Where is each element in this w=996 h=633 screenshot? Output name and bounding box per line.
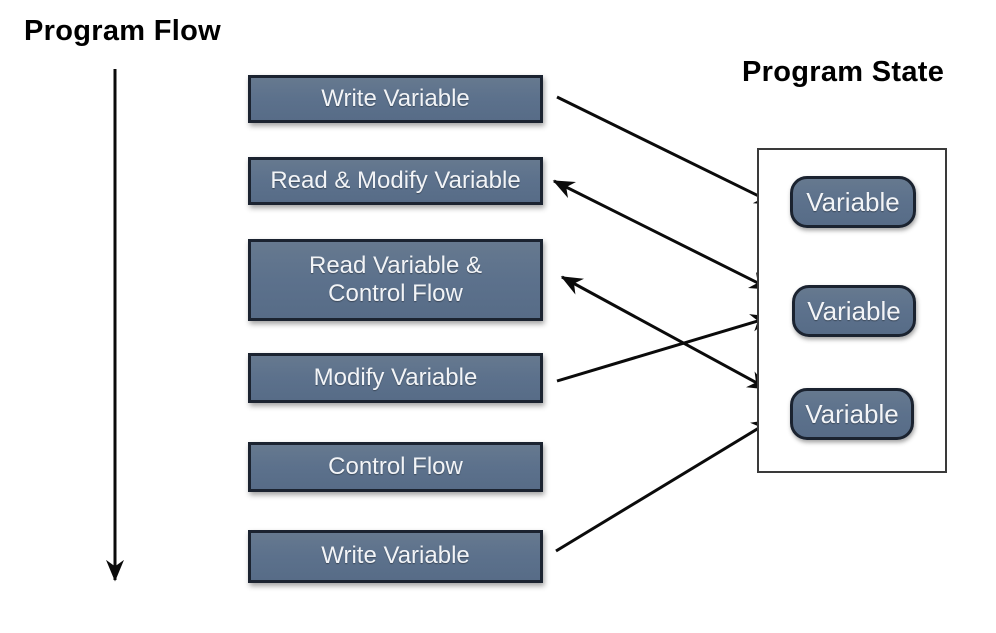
flow-box-write-variable-top: Write Variable	[248, 75, 543, 123]
variable-label: Variable	[805, 398, 899, 429]
program-flow-title: Program Flow	[24, 15, 221, 47]
arrow-read-modify-variable-2	[552, 179, 772, 291]
flow-box-modify-variable: Modify Variable	[248, 353, 543, 403]
variable-label: Variable	[807, 295, 901, 326]
flow-box-write-variable-bottom: Write Variable	[248, 530, 543, 583]
arrow-read-control-variable-3	[560, 275, 770, 391]
flow-box-label: Read & Modify Variable	[270, 166, 521, 194]
variable-pill-2: Variable	[792, 285, 916, 337]
variable-pill-3: Variable	[790, 388, 914, 440]
flow-box-label: Write Variable	[321, 84, 470, 112]
flow-box-label: Write Variable	[321, 542, 470, 570]
flow-box-label: Control Flow	[328, 452, 463, 480]
variable-label: Variable	[806, 186, 900, 217]
arrow-write-top-to-variable-1	[556, 95, 777, 206]
variable-pill-1: Variable	[790, 176, 916, 228]
flow-box-label-line2: Control Flow	[328, 280, 463, 307]
program-state-title: Program State	[742, 56, 945, 88]
flow-box-label-line1: Read Variable &	[309, 251, 482, 279]
flow-box-read-modify-variable: Read & Modify Variable	[248, 157, 543, 205]
flow-box-label: Modify Variable	[313, 363, 478, 391]
flow-box-read-variable-control-flow: Read Variable & Control Flow	[248, 239, 543, 321]
arrow-modify-to-variable-2	[556, 314, 773, 383]
arrow-write-bottom-to-variable-3	[555, 418, 774, 553]
flow-box-control-flow: Control Flow	[248, 442, 543, 492]
